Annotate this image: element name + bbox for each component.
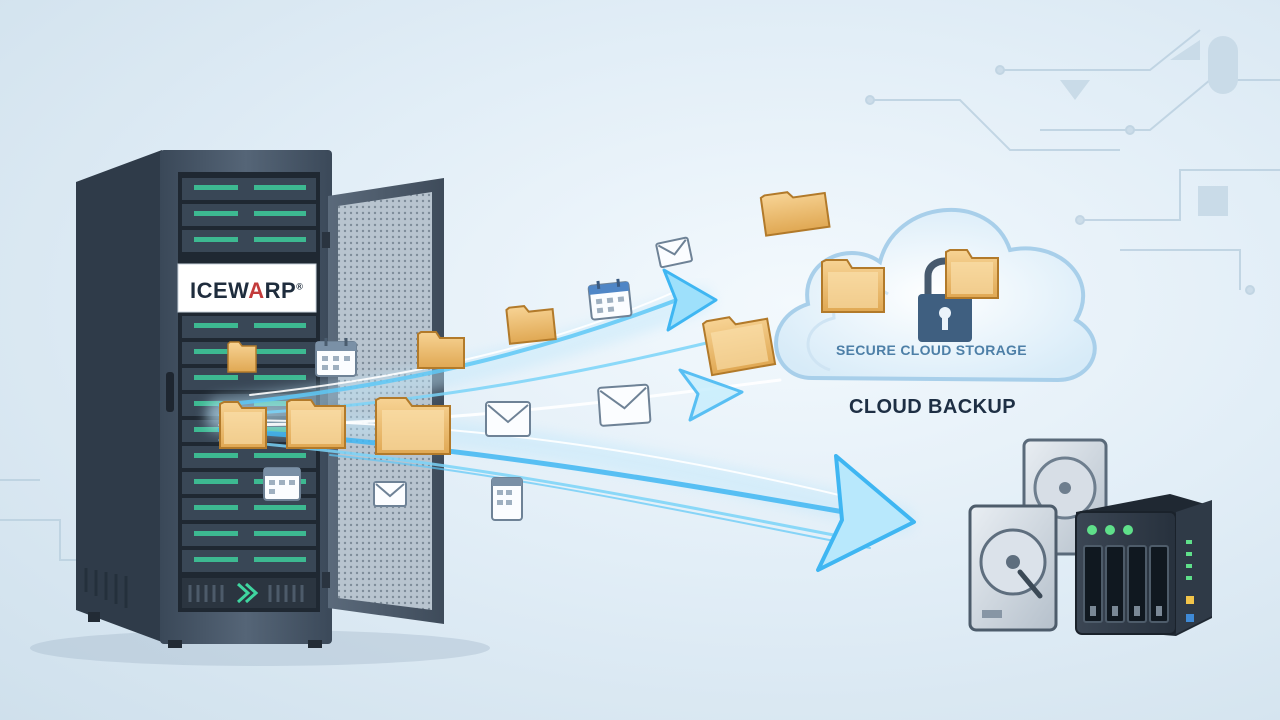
brand-logo: ICEWARP® (190, 278, 303, 304)
folder-icon (375, 397, 451, 455)
calendar-icon (263, 467, 301, 501)
envelope-icon (485, 401, 531, 437)
folder-icon (227, 341, 257, 373)
brand-logo-text-accent: A (248, 278, 265, 303)
folder-icon (821, 259, 885, 313)
nas-device-icon (1075, 494, 1212, 636)
calendar-icon (491, 477, 523, 521)
folder-icon (701, 316, 777, 377)
folder-icon (286, 399, 346, 449)
arrow-head-middle (678, 368, 744, 422)
secure-cloud-storage-label: SECURE CLOUD STORAGE (836, 342, 1027, 358)
decorative-triangle (1060, 80, 1090, 100)
envelope-icon (597, 383, 652, 427)
decorative-triangle (1170, 40, 1200, 60)
server-units (182, 178, 316, 572)
cloud-backup-label: CLOUD BACKUP (849, 396, 1017, 418)
folder-icon (417, 331, 465, 369)
registered-mark: ® (296, 281, 304, 292)
logo-plate (177, 263, 317, 313)
hard-drive-icon (968, 504, 1058, 632)
calendar-icon (315, 338, 357, 377)
folder-icon (759, 191, 831, 237)
envelope-icon (655, 236, 693, 269)
folder-icon (219, 401, 267, 449)
chevron-right-icon (236, 582, 259, 604)
decorative-square (1198, 186, 1228, 216)
decorative-pill (1208, 36, 1238, 94)
circuit-trace-decoration (0, 29, 1280, 561)
arrow-head-upper (662, 268, 718, 332)
brand-logo-text-start: ICEW (190, 278, 249, 303)
folder-icon (505, 305, 557, 345)
folder-icon (945, 249, 999, 299)
brand-logo-text-end: RP (264, 278, 297, 303)
calendar-icon (587, 278, 633, 321)
envelope-icon (373, 481, 407, 507)
floor-shadow (30, 630, 490, 666)
arrow-head-lower (816, 454, 916, 572)
vent-slots (188, 585, 304, 602)
